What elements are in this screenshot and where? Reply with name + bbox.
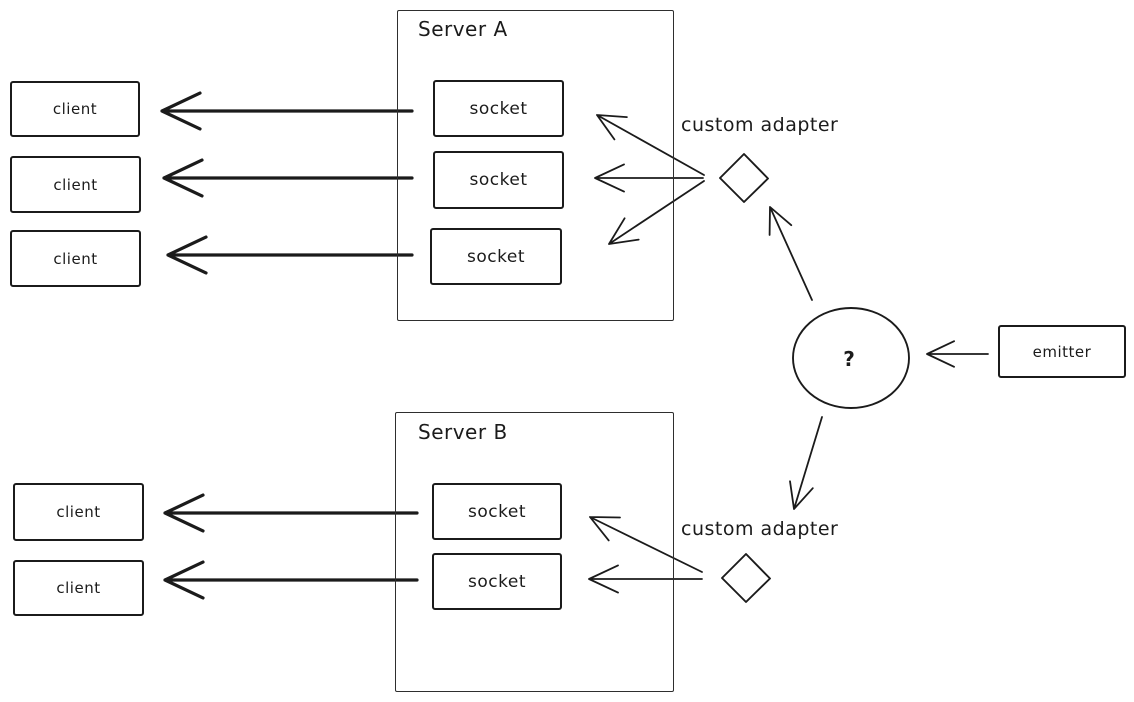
client-2-label: client	[53, 175, 98, 194]
arrow-socket-b1-to-client-4	[163, 493, 419, 533]
client-3-box: client	[10, 230, 141, 287]
server-b-title: Server B	[418, 420, 508, 444]
arrow-hub-to-adapter-top	[768, 206, 813, 301]
arrow-emitter-to-hub	[926, 340, 989, 368]
socket-b1-box: socket	[432, 483, 562, 540]
arrow-hub-to-adapter-bottom	[789, 416, 823, 510]
server-a-title: Server A	[418, 17, 508, 41]
arrow-socket-a1-to-client-1	[160, 91, 414, 131]
emitter-label: emitter	[1032, 342, 1092, 361]
arrow-socket-b2-to-client-5	[163, 560, 419, 600]
arrow-socket-a3-to-client-3	[166, 235, 414, 275]
socket-a2-box: socket	[433, 151, 564, 209]
adapter-bottom-diamond	[721, 553, 771, 603]
socket-a2-label: socket	[469, 170, 528, 190]
socket-a1-box: socket	[433, 80, 564, 137]
arrow-adapter-top-to-socket-a2	[594, 163, 704, 193]
client-1-label: client	[52, 100, 98, 118]
server-a-frame	[397, 10, 674, 321]
socket-a3-label: socket	[467, 246, 525, 267]
client-2-box: client	[10, 156, 141, 213]
arrow-adapter-top-to-socket-a1	[596, 114, 705, 176]
socket-b2-label: socket	[468, 571, 526, 592]
arrow-adapter-bottom-to-socket-b2	[588, 564, 703, 594]
adapter-bottom-label: custom adapter	[681, 518, 839, 540]
client-3-label: client	[53, 249, 98, 268]
arrow-adapter-bottom-to-socket-b1	[589, 516, 703, 573]
arrow-socket-a2-to-client-2	[162, 158, 414, 198]
arrow-adapter-top-to-socket-a3	[608, 180, 705, 245]
client-1-box: client	[10, 81, 140, 137]
client-4-box: client	[13, 483, 144, 541]
hub-question-label: ?	[843, 347, 855, 371]
socket-a1-label: socket	[469, 98, 528, 119]
socket-b2-box: socket	[432, 553, 562, 610]
adapter-top-label: custom adapter	[681, 114, 839, 136]
client-5-box: client	[13, 560, 144, 616]
socket-a3-box: socket	[430, 228, 562, 285]
hub-circle	[792, 307, 910, 409]
adapter-top-diamond	[719, 153, 769, 203]
server-b-frame	[395, 412, 674, 692]
client-5-label: client	[56, 579, 101, 597]
client-4-label: client	[56, 503, 101, 521]
socket-b1-label: socket	[468, 501, 526, 522]
emitter-box: emitter	[998, 325, 1126, 378]
